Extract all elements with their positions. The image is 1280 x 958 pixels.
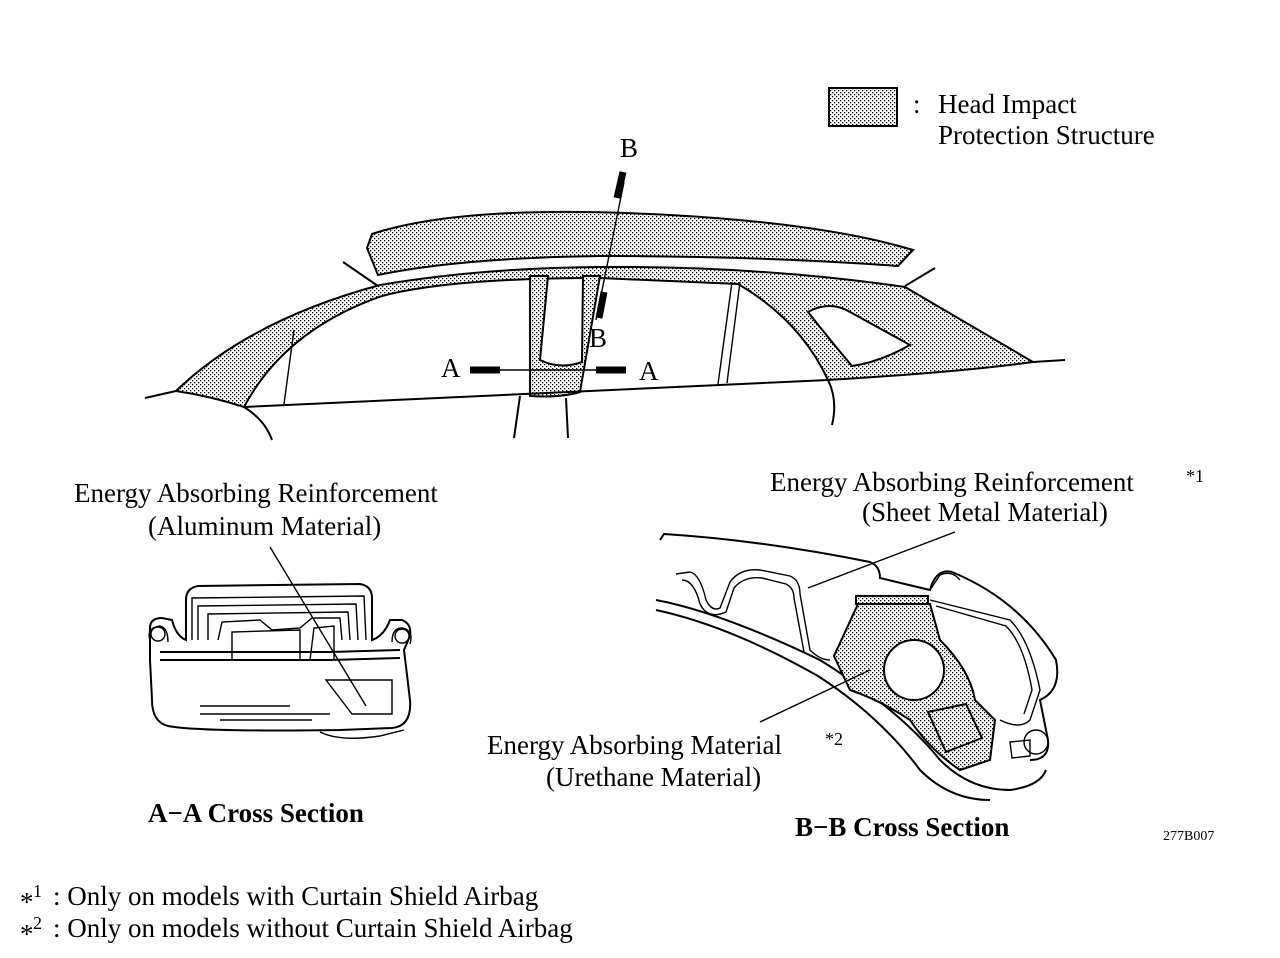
legend-text-line1: Head Impact [938,89,1077,119]
footnote-1-mark: * [20,887,34,917]
footnote-2-text: : Only on models without Curtain Shield … [53,913,573,943]
bb-reinforcement-sup: *1 [1186,466,1204,486]
legend-separator: : [913,89,921,119]
legend: : Head Impact Protection Structure [828,87,1155,150]
legend-swatch [828,87,898,127]
a-marker-right-label: A [639,356,659,386]
legend-text-line2: Protection Structure [938,120,1155,150]
bb-material-label-line1: Energy Absorbing Material [487,730,782,760]
footnote-2-num: 2 [33,913,42,933]
bb-cross-section: Energy Absorbing Reinforcement *1 (Sheet… [487,466,1204,842]
section-marker-a: A A [441,353,659,386]
bb-section-title: B−B Cross Section [795,812,1009,842]
bb-reinforcement-label-line1: Energy Absorbing Reinforcement [770,467,1134,497]
roof-rail-and-pillars [173,265,1036,409]
b-pillar [529,275,602,398]
aa-leader-line [269,546,367,707]
section-marker-b: B B [589,133,638,353]
aa-reinforcement-label-line1: Energy Absorbing Reinforcement [74,478,438,508]
b-marker-bottom-bar [595,291,608,319]
quarter-window [806,305,913,368]
footnote-1-text: : Only on models with Curtain Shield Air… [53,881,538,911]
car-side-view [144,210,1066,441]
bb-material-label-line2: (Urethane Material) [546,762,761,792]
b-marker-top-bar [613,171,627,199]
bb-reinforcement-leader [807,531,956,589]
bb-material-sup: *2 [825,729,843,749]
bb-reinforcement-label-line2: (Sheet Metal Material) [862,497,1108,527]
bb-material-leader [759,669,871,723]
footnotes: * 1 : Only on models with Curtain Shield… [20,881,573,949]
footnote-2-mark: * [20,919,34,949]
aa-cross-section: Energy Absorbing Reinforcement (Aluminum… [74,478,438,828]
roof-panel [365,210,915,277]
b-marker-top-label: B [620,133,638,163]
b-marker-bottom-label: B [589,323,607,353]
bb-tube [883,639,945,701]
aa-reinforcement-label-line2: (Aluminum Material) [148,511,381,541]
a-marker-left-label: A [441,353,461,383]
figure-code: 277B007 [1163,829,1214,844]
footnote-1-num: 1 [33,881,42,901]
aa-section-title: A−A Cross Section [148,798,364,828]
